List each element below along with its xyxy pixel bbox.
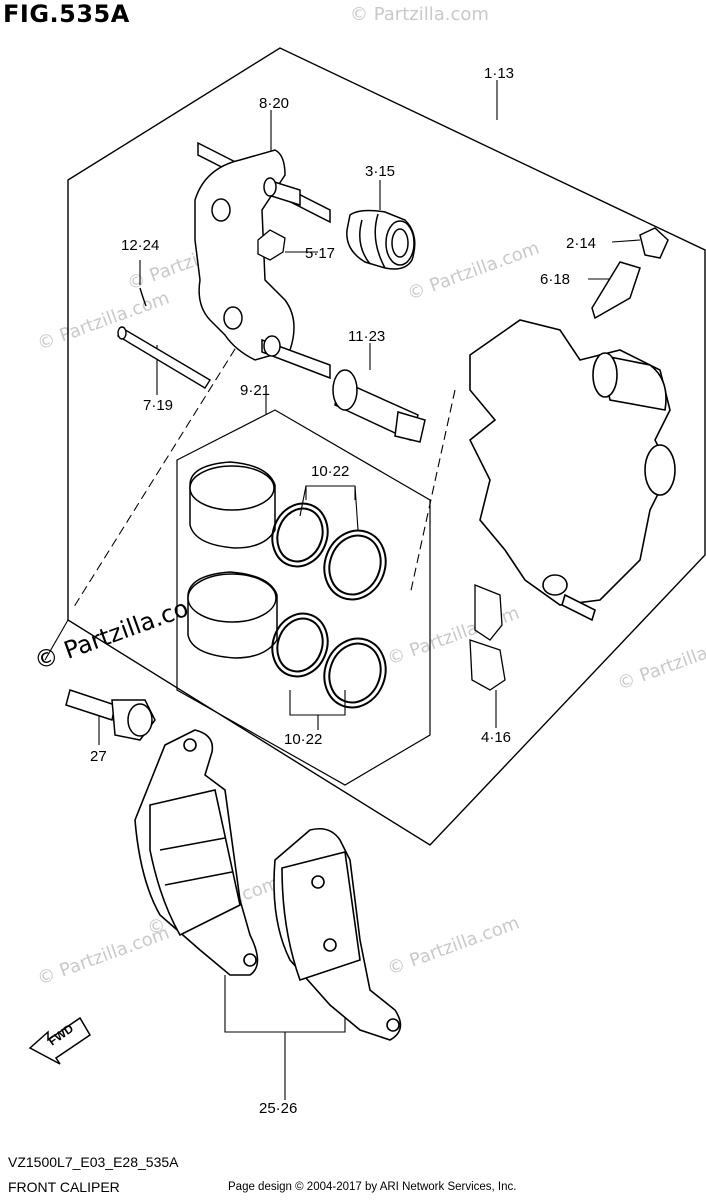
figure-title: FIG.535A: [3, 0, 130, 28]
callout: 2·14: [566, 235, 596, 252]
piston: [187, 461, 278, 659]
watermark: © Partzilla.com: [615, 627, 706, 694]
leader-lines: [44, 80, 641, 1100]
forward-arrow: FWD: [28, 1016, 92, 1065]
callout: 5·17: [305, 245, 335, 262]
copyright-credit: Page design © 2004-2017 by ARI Network S…: [228, 1181, 517, 1193]
watermark: © Partzilla.com: [350, 4, 489, 25]
callout: 12·24: [121, 237, 159, 254]
callout: 27: [90, 748, 107, 765]
callout: 25·26: [259, 1100, 297, 1117]
pad-spring-clip: [257, 229, 286, 261]
watermark: © Partzilla.com: [385, 912, 523, 979]
callout: 10·22: [311, 463, 349, 480]
callout: 1·13: [484, 65, 514, 82]
slide-pin: [332, 369, 426, 443]
callout: 4·16: [481, 729, 511, 746]
callout: 3·15: [365, 163, 395, 180]
callout: 8·20: [259, 95, 289, 112]
callout: 6·18: [540, 271, 570, 288]
watermark: © Partzilla.com: [405, 237, 543, 304]
brake-pad-left: [134, 729, 259, 976]
piston-kit-frame: [176, 409, 431, 786]
piston-seal: [271, 502, 387, 709]
pad-pin: [117, 287, 211, 389]
callout: 11·23: [348, 328, 385, 345]
callout: 9·21: [240, 382, 270, 399]
rubber-boot: [346, 209, 416, 270]
watermark: © Partzilla.com: [35, 287, 173, 354]
pad-spring: [469, 584, 506, 691]
callout: 10·22: [284, 731, 322, 748]
callout-labels: 1·13 8·20 3·15 12·24 5·17 2·14 6·18 11·2…: [90, 65, 596, 1117]
caliper-body: [468, 319, 676, 622]
bleeder-valve: [591, 227, 669, 320]
figure-code: VZ1500L7_E03_E28_535A: [8, 1154, 179, 1170]
caliper-bracket: [194, 141, 331, 380]
callout: 7·19: [143, 397, 173, 414]
figure-name: FRONT CALIPER: [8, 1179, 120, 1195]
brake-pad-right: [273, 827, 402, 1041]
watermark: © Partzilla.com: [30, 586, 214, 676]
mounting-bolt: [65, 689, 156, 741]
